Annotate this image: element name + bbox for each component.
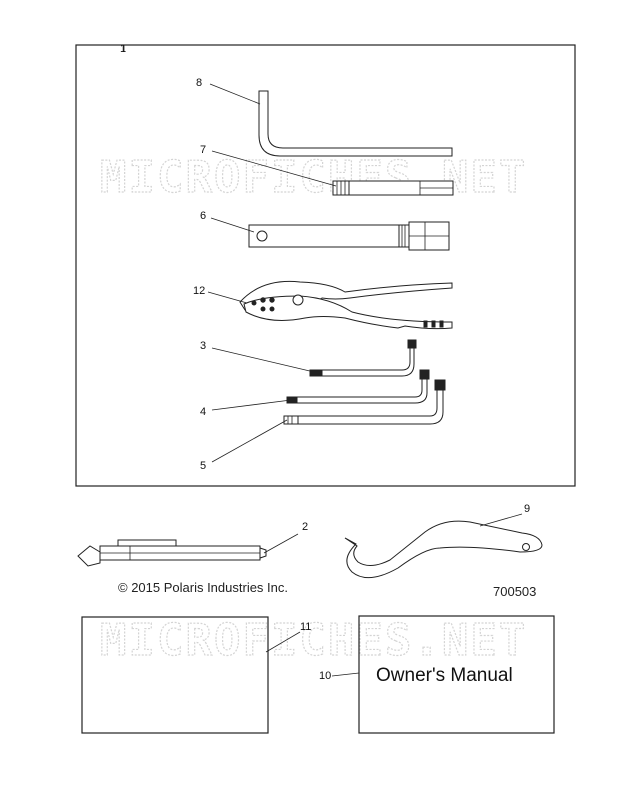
document-number: 700503 [493,584,536,599]
part-11-document-box [81,616,269,734]
leader-4 [211,399,292,411]
callout-9: 9 [524,503,530,515]
callout-4: 4 [200,406,206,418]
part-7-extension [332,180,454,196]
callout-3: 3 [200,340,206,352]
leader-2 [263,533,299,554]
callout-2: 2 [302,521,308,533]
leader-10 [331,672,360,677]
part-4-hex-key [286,369,430,404]
copyright-notice: © 2015 Polaris Industries Inc. [118,580,288,595]
watermark-bottom: MICROFICHES.NET [100,615,527,666]
leader-12 [207,291,248,304]
part-10-owners-manual-box [358,615,555,734]
leader-6 [210,217,255,233]
leader-7 [211,150,337,187]
part-6-socket-wrench [248,221,450,251]
leader-9 [479,513,523,527]
leader-11 [265,631,301,653]
callout-1: 1 [120,43,126,55]
part-12-pliers [239,280,453,330]
callout-8: 8 [196,77,202,89]
callout-12: 12 [193,285,205,297]
part-8-hex-key [258,90,453,157]
part-5-hex-key [283,379,446,425]
part-3-hex-key [309,339,417,377]
callout-11: 11 [300,621,311,633]
leader-8 [209,83,261,105]
tool-kit-box [75,44,576,487]
callout-6: 6 [200,210,206,222]
part-9-spanner-wrench [344,520,543,579]
leader-3 [211,347,315,373]
callout-10: 10 [319,670,331,682]
watermark-top: MICROFICHES.NET [100,152,527,203]
part-2-pressure-gauge [77,539,267,567]
callout-7: 7 [200,144,206,156]
leader-5 [211,419,288,463]
callout-5: 5 [200,460,206,472]
owners-manual-label: Owner's Manual [376,665,513,686]
